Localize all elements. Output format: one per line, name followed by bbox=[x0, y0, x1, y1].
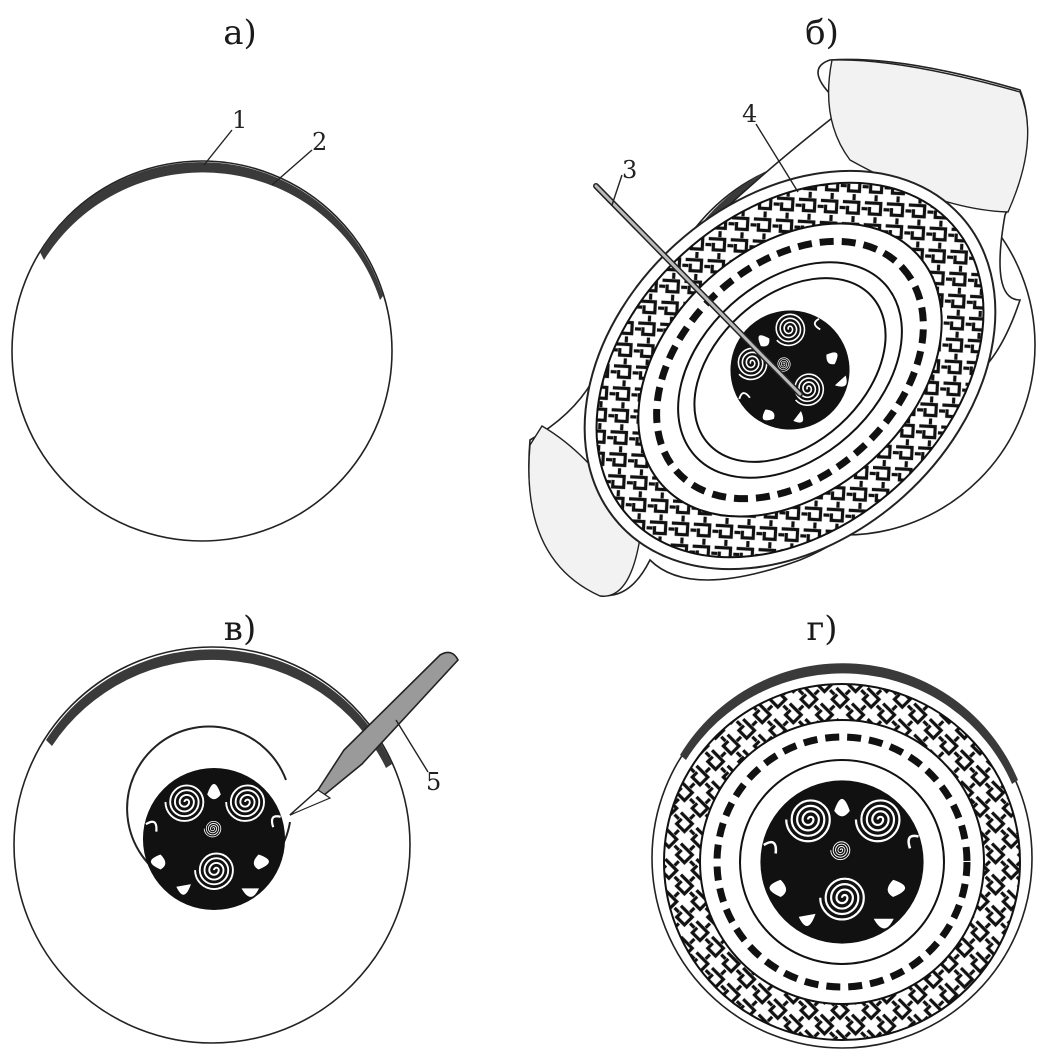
panel-g: г) bbox=[652, 609, 1032, 1048]
leader-line-3 bbox=[612, 175, 622, 205]
callout-3: 3 bbox=[622, 156, 637, 184]
panel-label-g: г) bbox=[806, 609, 837, 649]
panel-label-v: в) bbox=[224, 609, 256, 649]
callout-5: 5 bbox=[426, 768, 441, 796]
panel-label-b: б) bbox=[805, 13, 839, 53]
medallion-v bbox=[143, 768, 285, 910]
panel-b: б) 3 4 bbox=[505, 13, 1041, 650]
panel-v: в) 5 bbox=[14, 609, 458, 1043]
panel-a: а) 1 2 bbox=[12, 13, 392, 541]
callout-4: 4 bbox=[742, 100, 757, 128]
medallion-g bbox=[760, 780, 923, 943]
leader-line-2 bbox=[272, 150, 312, 185]
leader-line-5 bbox=[396, 720, 428, 772]
callout-1: 1 bbox=[232, 106, 247, 134]
callout-2: 2 bbox=[312, 128, 327, 156]
leader-line-1 bbox=[204, 130, 232, 165]
panel-label-a: а) bbox=[223, 13, 257, 53]
